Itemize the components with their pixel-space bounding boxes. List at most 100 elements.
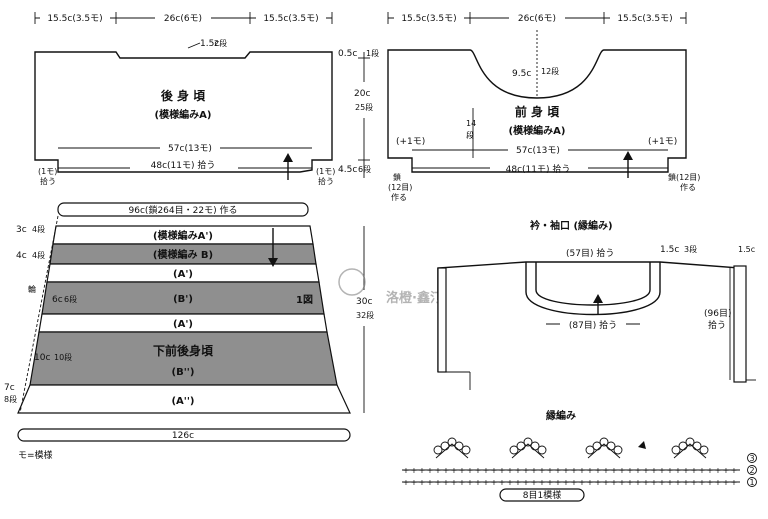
stitch-cross-icon: + bbox=[475, 478, 482, 487]
stitch-cross-icon: + bbox=[507, 466, 514, 475]
stitch-cross-icon: + bbox=[427, 466, 434, 475]
stitch-cross-icon: + bbox=[651, 466, 658, 475]
band-7-label: (A'') bbox=[171, 396, 194, 407]
band-2-side-label: 4c bbox=[16, 251, 27, 261]
picot-loop-icon bbox=[699, 445, 709, 455]
stitch-cross-icon: + bbox=[691, 466, 698, 475]
picot-loop-icon bbox=[671, 445, 681, 455]
back-width-label: 57c(13モ) bbox=[168, 144, 212, 154]
bottom-width-band bbox=[17, 428, 351, 442]
stitch-cross-icon: + bbox=[651, 478, 658, 487]
row-marker-label: 1 bbox=[749, 478, 754, 487]
back-neck-depth-label: 1.5c bbox=[200, 39, 219, 49]
front-top-left-label: 15.5c(3.5モ) bbox=[401, 14, 456, 24]
stitch-cross-icon: + bbox=[579, 478, 586, 487]
back-arrow-head-icon bbox=[283, 153, 293, 162]
front-right-plus-label: (+1モ) bbox=[648, 137, 677, 147]
stitch-cross-icon: + bbox=[691, 478, 698, 487]
band-4-label: (B') bbox=[173, 294, 193, 305]
edging-chart: 縁編み ++++++++++++++++++++++++++++++++++++… bbox=[402, 409, 757, 502]
sleeve-pick-label: (96目) bbox=[704, 308, 731, 319]
stitch-cross-icon: + bbox=[667, 466, 674, 475]
ring-note-label: 輪 bbox=[28, 284, 36, 294]
stitch-cross-icon: + bbox=[443, 478, 450, 487]
stitch-cross-icon: + bbox=[499, 478, 506, 487]
stitch-cross-icon: + bbox=[555, 466, 562, 475]
stitch-cross-icon: + bbox=[451, 478, 458, 487]
front-body-title: 前 身 頃 bbox=[515, 104, 560, 119]
stitch-cross-icon: + bbox=[555, 478, 562, 487]
watermark-seal-icon bbox=[338, 268, 366, 296]
watermark: 洛橙·鑫汀 bbox=[338, 268, 443, 306]
band-7-side-label: 7c bbox=[4, 383, 15, 393]
shell-stem-icon bbox=[587, 443, 621, 459]
back-right-top-rows: 1段 bbox=[366, 48, 379, 58]
stitch-cross-icon: + bbox=[491, 466, 498, 475]
stitch-cross-icon: + bbox=[515, 466, 522, 475]
stitch-cross-icon: + bbox=[587, 478, 594, 487]
cuff-band bbox=[437, 267, 447, 373]
label-bg bbox=[509, 12, 565, 24]
lower-body-piece: 96c(鎖264目・22モ) 作る (模様編みA') (模様編み B) (A')… bbox=[4, 202, 376, 461]
label-bg bbox=[354, 290, 376, 326]
front-top-mid-label: 26c(6モ) bbox=[518, 14, 556, 24]
stitch-cross-icon: + bbox=[659, 478, 666, 487]
front-right-chain-make: 作る bbox=[680, 182, 696, 192]
stitch-cross-icon: + bbox=[619, 466, 626, 475]
stitch-cross-icon: + bbox=[683, 466, 690, 475]
collar-cuff-piece: 衿・袖口 (縁編み) (57目) 拾う 1.5c 3段 1.5c (87目) 拾… bbox=[437, 219, 756, 390]
front-top-right-label: 15.5c(3.5モ) bbox=[617, 14, 672, 24]
stitch-cross-icon: + bbox=[619, 478, 626, 487]
back-right-gap-sub: 拾う bbox=[318, 176, 334, 186]
stitch-cross-icon: + bbox=[675, 478, 682, 487]
bottom-width-label: 126c bbox=[172, 431, 194, 441]
sleeve-pick-sub: 拾う bbox=[708, 319, 726, 331]
back-body-piece: 15.5c(3.5モ) 26c(6モ) 15.5c(3.5モ) 1.5c 2段 … bbox=[34, 12, 379, 186]
stitch-cross-icon: + bbox=[563, 478, 570, 487]
stitch-cross-icon: + bbox=[635, 466, 642, 475]
stitch-cross-icon: + bbox=[539, 478, 546, 487]
collar-title: 衿・袖口 (縁編み) bbox=[530, 219, 613, 232]
picot-loop-icon bbox=[599, 437, 609, 447]
edging-repeat-label: 8目1模様 bbox=[523, 489, 561, 501]
stitch-cross-icon: + bbox=[435, 478, 442, 487]
stitch-cross-icon: + bbox=[427, 478, 434, 487]
label-bg bbox=[256, 12, 326, 24]
front-side-rows-label: 段 bbox=[466, 130, 474, 140]
chain-start-label: 96c(鎖264目・22モ) 作る bbox=[129, 204, 238, 216]
front-left-chain-label: 鎖 bbox=[393, 172, 401, 182]
band-6-side-label: 10c bbox=[34, 353, 50, 363]
stitch-cross-icon: + bbox=[595, 466, 602, 475]
picot-loop-icon bbox=[433, 445, 443, 455]
front-body-piece: 15.5c(3.5モ) 26c(6モ) 15.5c(3.5モ) 9.5c 12段… bbox=[387, 12, 700, 202]
stitch-cross-icon: + bbox=[715, 466, 722, 475]
back-body-title: 後 身 頃 bbox=[161, 88, 206, 103]
band-4-side-label: 6c bbox=[52, 295, 63, 305]
stitch-cross-icon: + bbox=[571, 466, 578, 475]
label-bg bbox=[352, 82, 374, 118]
band-2-label: (模様編み B) bbox=[153, 248, 213, 261]
stitch-cross-icon: + bbox=[603, 466, 610, 475]
band-1-side-label: 3c bbox=[16, 225, 27, 235]
total-height-label: 30c bbox=[356, 297, 372, 307]
row-marker-circle bbox=[747, 465, 757, 475]
back-top-mid-label: 26c(6モ) bbox=[164, 14, 202, 24]
stitch-cross-icon: + bbox=[635, 478, 642, 487]
stitch-cross-icon: + bbox=[563, 466, 570, 475]
stitch-cross-icon: + bbox=[707, 478, 714, 487]
band-2-rows-label: 4段 bbox=[32, 250, 45, 260]
side-slope-line bbox=[19, 215, 59, 414]
band-5-label: (A') bbox=[173, 319, 193, 330]
back-top-right-label: 15.5c(3.5モ) bbox=[263, 14, 318, 24]
front-left-chain-make: 作る bbox=[391, 192, 407, 202]
front-pickup-label: 48c(11モ) 拾う bbox=[506, 163, 571, 175]
picot-loop-icon bbox=[447, 437, 457, 447]
stitch-cross-icon: + bbox=[411, 466, 418, 475]
neck-inner-edge bbox=[535, 262, 651, 306]
row-marker-label: 2 bbox=[749, 466, 754, 475]
stitch-cross-icon: + bbox=[451, 466, 458, 475]
neck-arrow-head-icon bbox=[593, 294, 603, 303]
front-neck-depth-label: 9.5c bbox=[512, 69, 531, 79]
row-marker-circle bbox=[747, 453, 757, 463]
